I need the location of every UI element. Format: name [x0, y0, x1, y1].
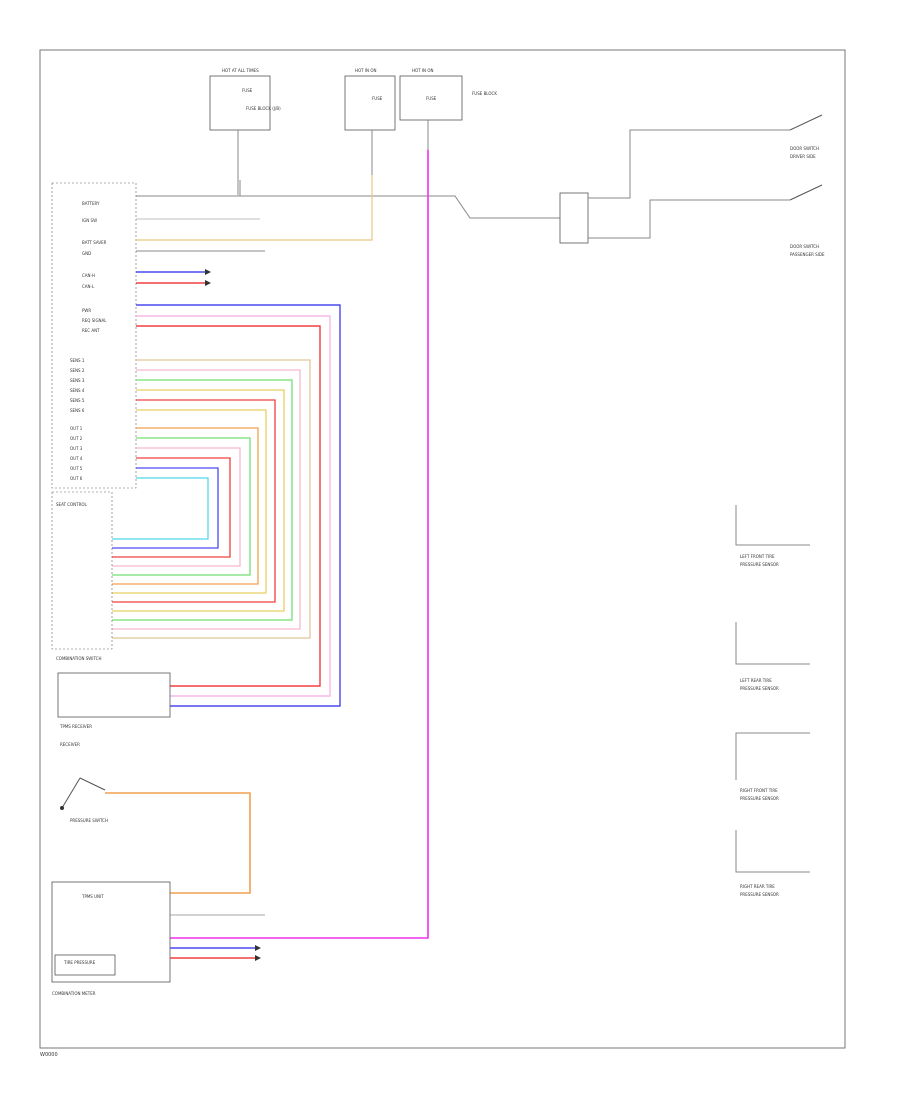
tire-sensor-rf-name: RIGHT FRONT TIRE — [740, 788, 778, 793]
diagram-frame — [39, 49, 846, 1049]
tire-sensor-lf-name: LEFT FRONT TIRE — [740, 554, 775, 559]
fuse-box-1: HOT AT ALL TIMES FUSE FUSE BLOCK (J/B) — [209, 68, 281, 195]
tire-sensor-rr-type: PRESSURE SENSOR — [740, 892, 779, 897]
pressure-switch-wire — [105, 792, 251, 894]
main-module-pin-out-3: OUT 3 — [70, 446, 83, 451]
fuse-box-3: HOT IN ON FUSE FUSE BLOCK — [399, 68, 497, 150]
receiver-lines — [136, 304, 341, 707]
fuse-1-head: HOT AT ALL TIMES — [222, 68, 259, 73]
lower-module-name: TPMS UNIT — [81, 894, 104, 899]
lower-module-caption: COMBINATION METER — [52, 991, 96, 996]
magenta-wire — [170, 150, 429, 939]
batt-saver-wire — [136, 175, 373, 241]
main-module-pin-pwr: PWR — [82, 308, 91, 313]
secondary-module-caption: COMBINATION SWITCH — [56, 656, 101, 661]
tire-sensor-lf: LEFT FRONT TIRE PRESSURE SENSOR — [735, 505, 810, 567]
main-module-pin-out-4: OUT 4 — [70, 456, 83, 461]
fuse-2-head: HOT IN ON — [355, 68, 376, 73]
tire-sensor-rf-type: PRESSURE SENSOR — [740, 796, 779, 801]
tire-sensor-rf: RIGHT FRONT TIRE PRESSURE SENSOR — [735, 732, 810, 801]
tire-sensor-lr-name: LEFT REAR TIRE — [740, 678, 772, 683]
lower-module-sub: TIRE PRESSURE — [63, 960, 96, 965]
door-switch-1-side: DRIVER SIDE — [790, 154, 816, 159]
receiver-caption: RECEIVER — [60, 742, 80, 747]
main-module-pin-sens-3: SENS 3 — [70, 378, 85, 383]
secondary-module: SEAT CONTROL COMBINATION SWITCH — [51, 491, 113, 661]
secondary-module-name: SEAT CONTROL — [56, 502, 88, 507]
main-module-pin-sens-5: SENS 5 — [70, 398, 85, 403]
main-module-pin-sens-4: SENS 4 — [70, 388, 85, 393]
main-module-pin-can-h: CAN-H — [82, 273, 95, 278]
signal-lines — [112, 359, 311, 639]
main-module-pin-sens-6: SENS 6 — [70, 408, 85, 413]
tire-sensor-lf-type: PRESSURE SENSOR — [740, 562, 779, 567]
main-module-pin-out-1: OUT 1 — [70, 426, 83, 431]
pressure-switch: PRESSURE SWITCH — [60, 777, 108, 823]
fuse-2-label: FUSE — [372, 96, 383, 101]
door-switch-2-side: PASSENGER SIDE — [790, 252, 825, 257]
lower-module-wires — [170, 914, 265, 961]
fuse-3-label: FUSE — [426, 96, 437, 101]
fuse-box-2: HOT IN ON FUSE — [344, 68, 396, 175]
main-module-pin-batt-saver: BATT SAVER — [82, 240, 107, 245]
tire-sensor-lr: LEFT REAR TIRE PRESSURE SENSOR — [735, 622, 810, 691]
page-id: W0000 — [40, 1052, 58, 1058]
fuse-1-label: FUSE — [242, 88, 253, 93]
main-module-pin-out-5: OUT 5 — [70, 466, 83, 471]
main-module-pin-req: REQ SIGNAL — [82, 318, 107, 323]
receiver-name: TPMS RECEIVER — [59, 724, 92, 729]
tire-sensor-rr: RIGHT REAR TIRE PRESSURE SENSOR — [735, 830, 810, 897]
battery-wire — [136, 180, 560, 219]
fuse-3-head: HOT IN ON — [412, 68, 433, 73]
main-module-pin-ign: IGN SW — [82, 218, 97, 223]
fuse-1-box: FUSE BLOCK (J/B) — [246, 106, 281, 111]
main-module-pin-sens-2: SENS 2 — [70, 368, 85, 373]
door-switch-1-name: DOOR SWITCH — [790, 146, 819, 151]
tire-sensor-lr-type: PRESSURE SENSOR — [740, 686, 779, 691]
fuse-3-box: FUSE BLOCK — [472, 91, 497, 96]
main-module-pin-can-l: CAN-L — [82, 284, 95, 289]
main-module: BATTERY IGN SW BATT SAVER GND CAN-H CAN-… — [51, 182, 137, 489]
main-module-pin-battery: BATTERY — [82, 201, 100, 206]
lower-module: TPMS UNIT TIRE PRESSURE COMBINATION METE… — [51, 881, 171, 996]
door-switch-2-name: DOOR SWITCH — [790, 244, 819, 249]
main-module-pin-out-6: OUT 6 — [70, 476, 83, 481]
pressure-switch-name: PRESSURE SWITCH — [70, 818, 108, 823]
can-lines — [136, 269, 211, 286]
main-module-pin-sens-1: SENS 1 — [70, 358, 85, 363]
tire-sensor-rr-name: RIGHT REAR TIRE — [740, 884, 775, 889]
main-module-pin-out-2: OUT 2 — [70, 436, 83, 441]
receiver: TPMS RECEIVER RECEIVER — [57, 672, 171, 747]
door-switch-group: DOOR SWITCH DRIVER SIDE DOOR SWITCH PASS… — [559, 114, 825, 257]
main-module-pin-rec: REC ANT — [82, 328, 100, 333]
main-module-pin-gnd: GND — [82, 251, 91, 256]
